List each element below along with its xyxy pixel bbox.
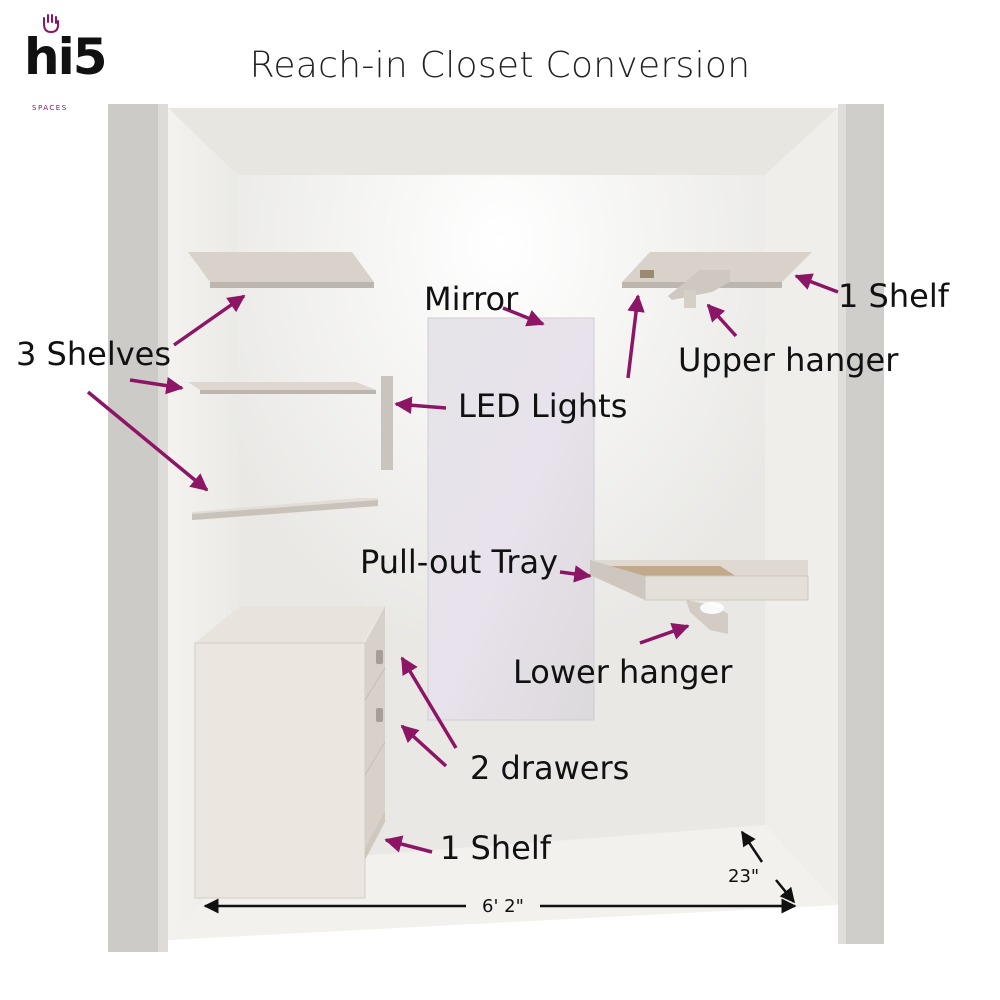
pullout-tray [590, 560, 809, 601]
arrow-mirror [502, 306, 545, 327]
depth-dimension-label: 23" [728, 866, 760, 887]
lower-hanger-bracket [686, 600, 728, 634]
label-1-shelf-bottom: 1 Shelf [440, 829, 551, 867]
arrow-lower-hanger [639, 623, 690, 645]
arrow-shelf-2 [129, 376, 184, 395]
label-lower-hanger: Lower hanger [513, 653, 733, 691]
dimension-lines [203, 830, 797, 914]
label-led-lights: LED Lights [458, 387, 628, 425]
left-shelf-1 [188, 252, 374, 288]
dresser-bottom-shelf [365, 810, 385, 860]
label-1-shelf-top: 1 Shelf [838, 277, 949, 315]
label-pullout-tray: Pull-out Tray [360, 543, 559, 581]
arrow-drawer-1 [400, 656, 458, 749]
drawer-handle-2 [376, 708, 383, 722]
left-shelf-3 [192, 498, 378, 520]
right-wall [765, 108, 838, 905]
arrow-bottom-shelf [384, 835, 433, 854]
mirror-panel [427, 317, 595, 721]
arrow-drawer-2 [400, 724, 448, 768]
callout-arrows [86, 273, 839, 854]
arrow-shelf-right-2 [794, 273, 839, 294]
brand-logo-sub: SPACES [32, 104, 68, 112]
label-2-drawers: 2 drawers [470, 749, 630, 787]
width-dimension-label: 6' 2" [482, 896, 524, 917]
drawer-handle-1 [376, 650, 383, 664]
label-upper-hanger: Upper hanger [678, 341, 899, 379]
label-3-shelves: 3 Shelves [16, 335, 171, 373]
arrow-shelf-right [626, 294, 645, 379]
brand-logo: hi5 [24, 28, 108, 86]
floor [168, 825, 838, 940]
led-light-bar [381, 376, 393, 470]
arrow-shelf-3 [86, 390, 209, 492]
arrow-upper-hanger [706, 303, 738, 338]
upper-hanger-bracket [668, 270, 730, 308]
page-title: Reach-in Closet Conversion [249, 45, 751, 86]
arrow-pullout-tray [559, 565, 592, 583]
hand-icon [43, 14, 59, 34]
depth-dimension-line [740, 830, 764, 863]
label-mirror: Mirror [424, 280, 519, 318]
ceiling [168, 108, 838, 175]
left-shelf-2 [188, 382, 376, 394]
arrow-shelf-1 [172, 294, 246, 347]
dresser [194, 606, 386, 899]
arrow-led [394, 396, 447, 414]
